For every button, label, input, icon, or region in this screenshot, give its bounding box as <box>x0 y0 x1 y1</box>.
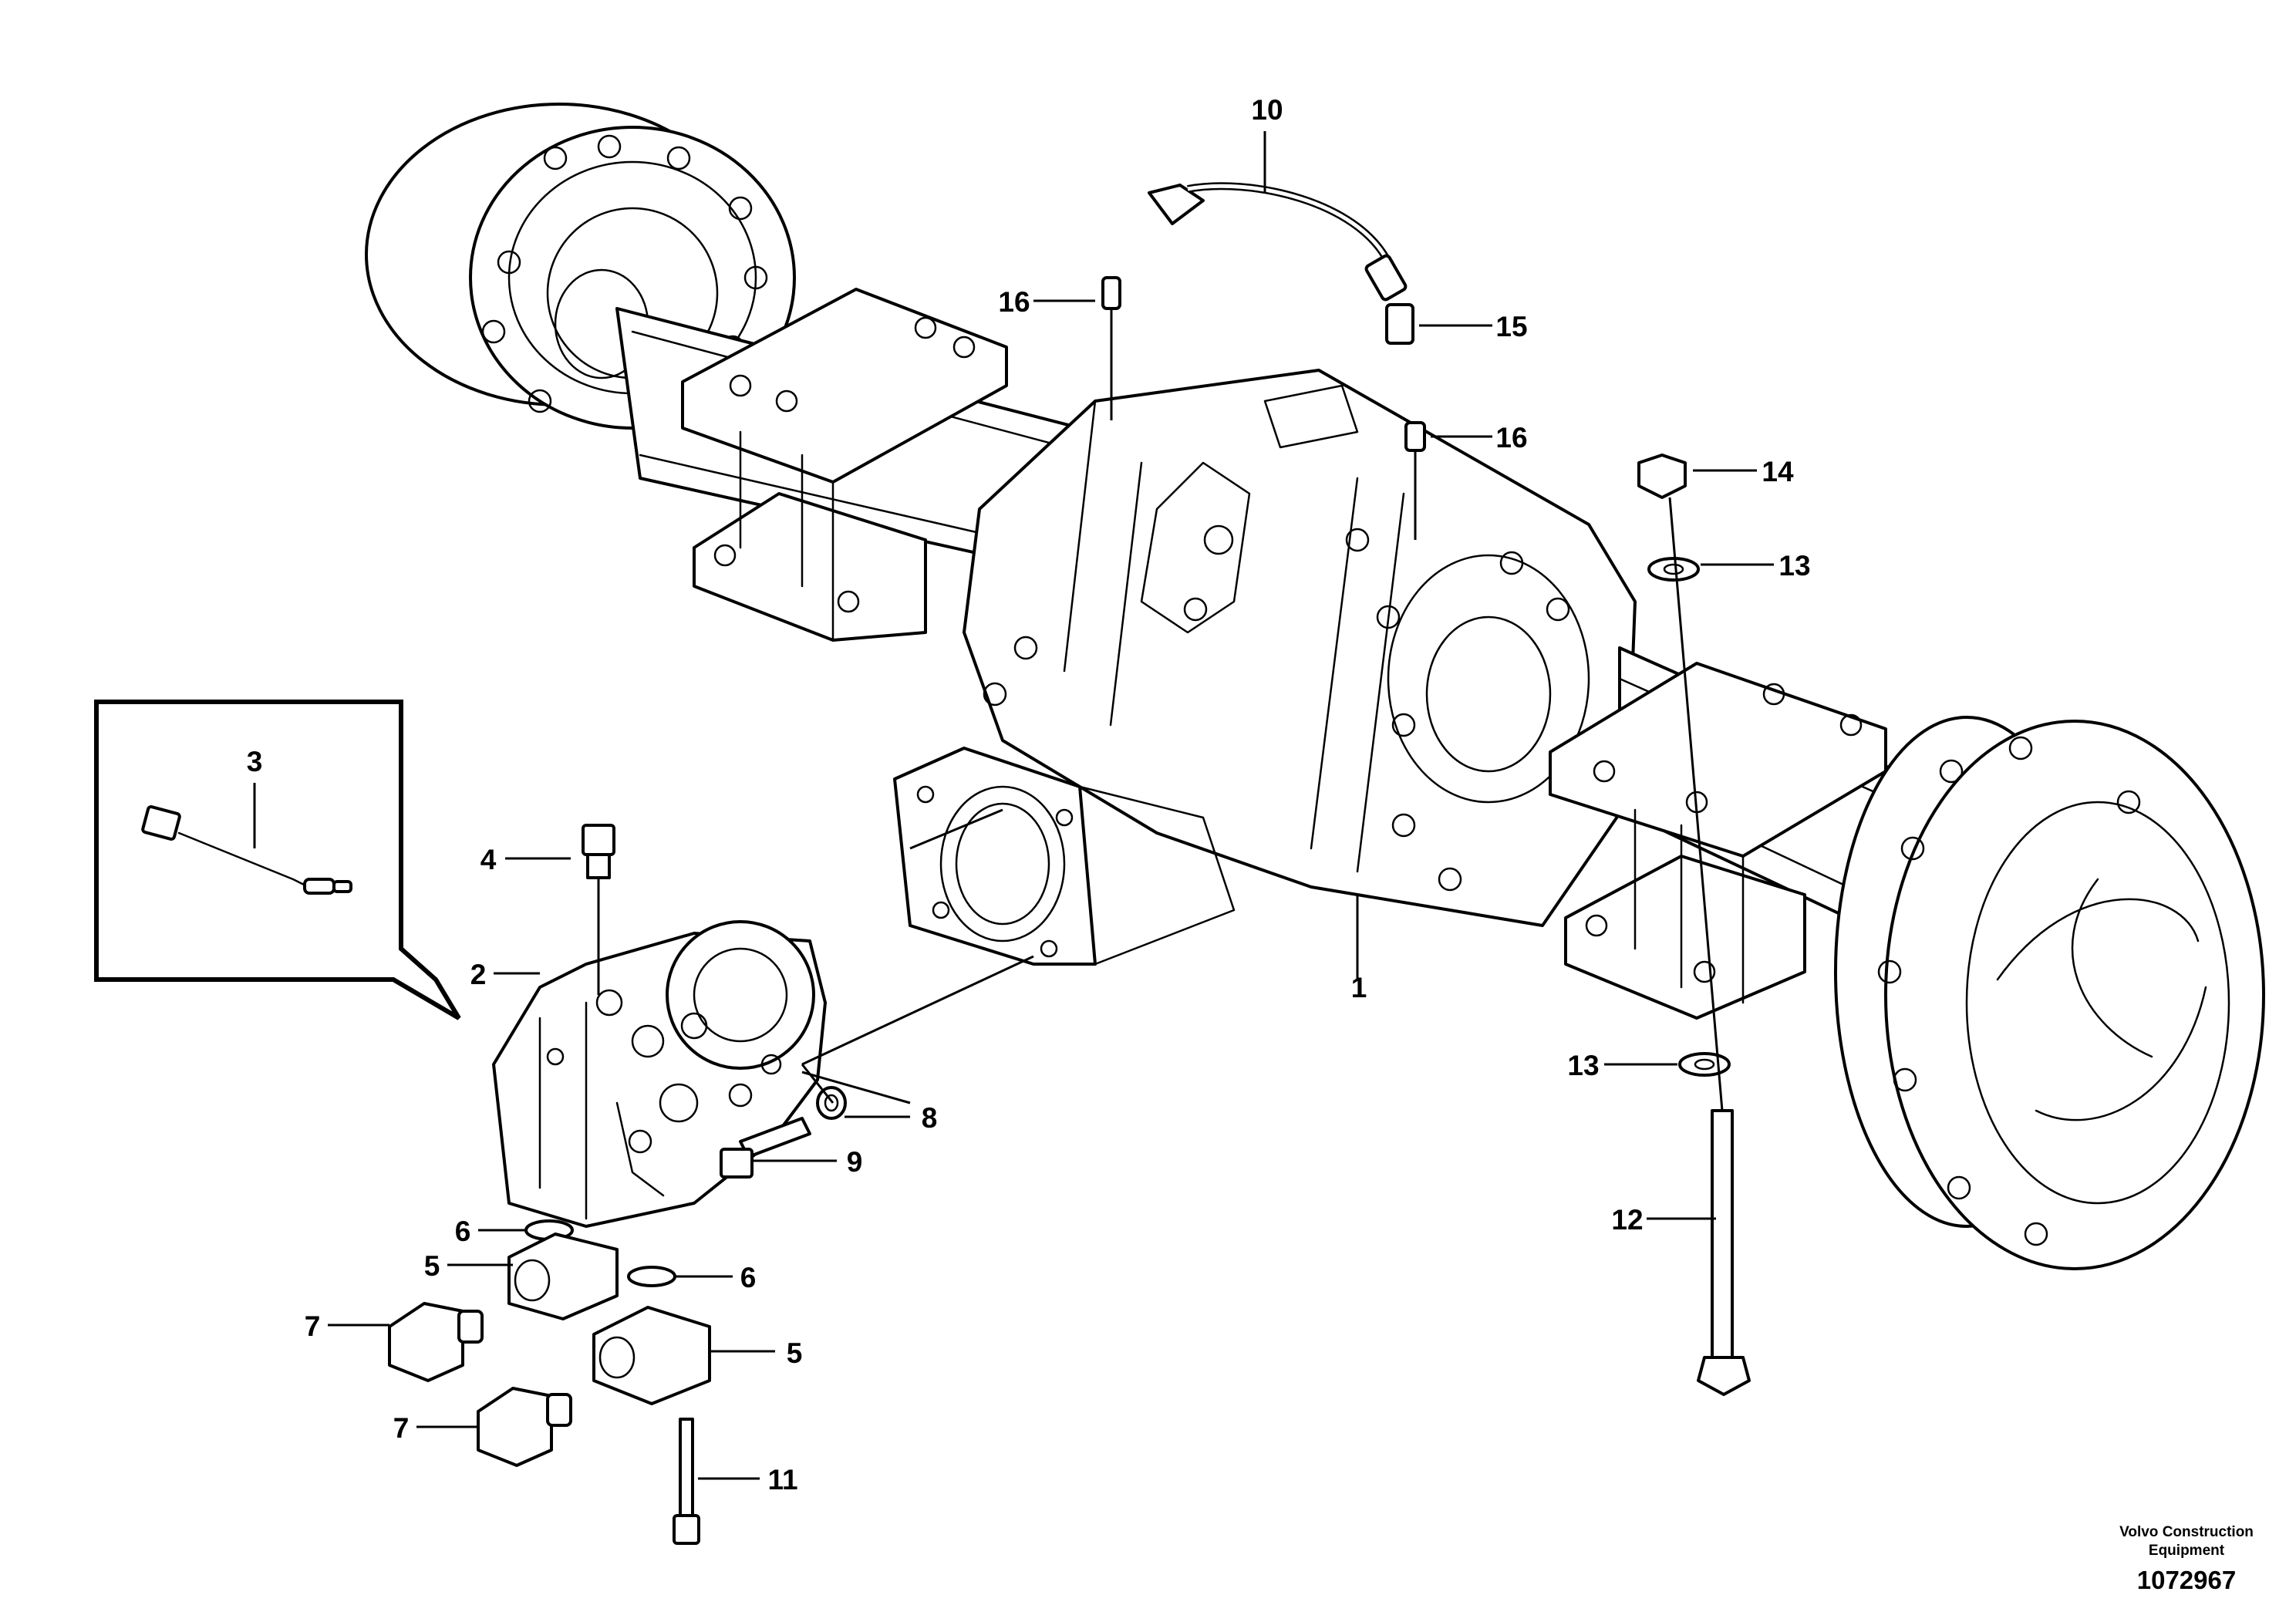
callout-3: 3 <box>247 746 263 777</box>
callout-6a: 6 <box>455 1216 471 1247</box>
plug-fitting <box>582 824 615 995</box>
callout-11: 11 <box>767 1464 797 1496</box>
callout-15: 15 <box>1495 311 1527 342</box>
callout-7a: 7 <box>305 1310 321 1342</box>
callout-16b: 16 <box>1495 422 1527 454</box>
o-rings <box>524 1219 676 1287</box>
callout-14: 14 <box>1762 456 1794 487</box>
right-mounting-pad <box>1549 662 1887 1020</box>
callout-9: 9 <box>847 1146 863 1178</box>
callout-12: 12 <box>1611 1204 1643 1236</box>
sealing-washer-and-bolt <box>720 1064 911 1179</box>
right-wheel-hub <box>1834 716 2265 1270</box>
callout-6b: 6 <box>740 1262 757 1293</box>
publisher-credit-line2: Equipment <box>2149 1543 2225 1559</box>
callout-5a: 5 <box>424 1250 440 1282</box>
callout-7b: 7 <box>393 1412 410 1444</box>
left-mounting-pad <box>681 288 1008 642</box>
callout-labels: 1 2 3 4 5 5 6 6 7 7 8 9 10 11 12 13 13 1… <box>247 94 1811 1496</box>
callout-2: 2 <box>470 959 487 990</box>
brake-hose-assembly <box>1101 182 1426 540</box>
callout-8: 8 <box>922 1102 938 1134</box>
adapter-blocks <box>507 1233 711 1405</box>
publisher-credit-line1: Volvo Construction <box>2119 1524 2254 1540</box>
callout-10: 10 <box>1251 94 1283 126</box>
solenoid-connectors <box>388 1302 572 1467</box>
callout-13a: 13 <box>1778 550 1810 582</box>
callout-13b: 13 <box>1567 1050 1599 1081</box>
valve-block <box>492 920 827 1228</box>
differential-housing <box>963 369 1637 927</box>
document-number: 1072967 <box>2137 1566 2236 1594</box>
input-flange <box>893 747 1236 966</box>
callout-4: 4 <box>480 844 497 875</box>
callout-1: 1 <box>1351 972 1367 1003</box>
callout-5b: 5 <box>787 1337 803 1369</box>
sensor-inset <box>94 700 461 1020</box>
mounting-bolt-set <box>1637 454 1751 1396</box>
screw <box>673 1418 700 1545</box>
drawing-footer: Volvo Construction Equipment 1072967 <box>2119 1524 2254 1594</box>
callout-16a: 16 <box>998 286 1030 318</box>
leader-lines <box>253 131 1774 1480</box>
